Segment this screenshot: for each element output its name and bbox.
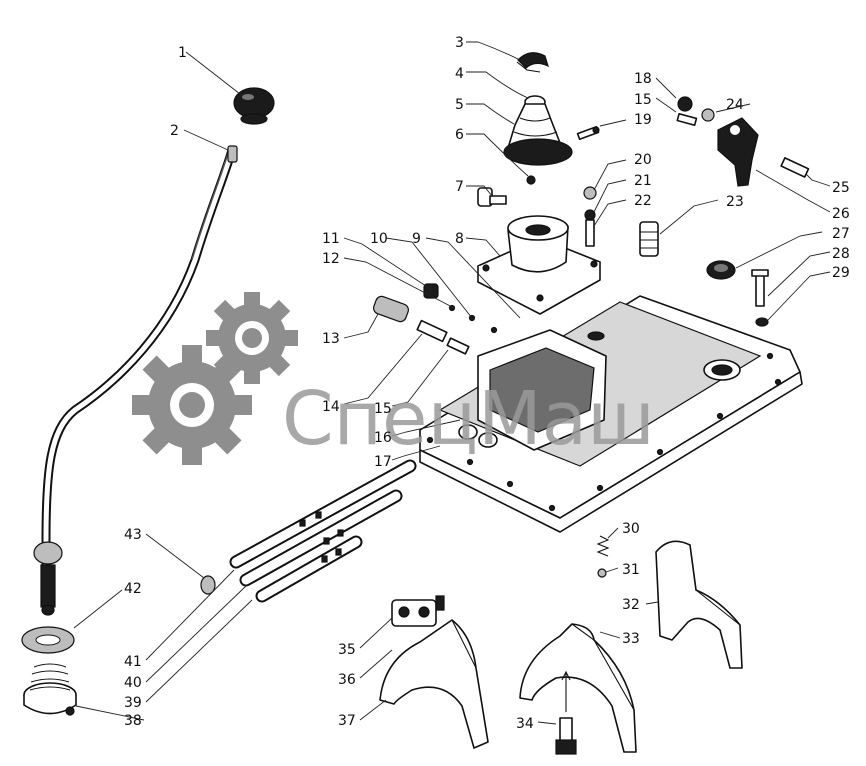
part-housing <box>419 295 803 533</box>
callout-number: 37 <box>338 713 356 729</box>
watermark-text: СпецМаш <box>282 376 655 462</box>
callout-number: 39 <box>124 695 142 711</box>
callout-number: 6 <box>455 127 464 143</box>
part-fork-33 <box>519 623 637 753</box>
callout-number: 18 <box>634 71 652 87</box>
callout-number: 40 <box>124 675 142 691</box>
part-bolt-19 <box>576 125 600 141</box>
callout-number: 17 <box>374 454 392 470</box>
callout-number: 28 <box>832 246 850 262</box>
callout-number: 25 <box>832 180 850 196</box>
part-plug <box>706 260 736 280</box>
part-cover <box>477 215 601 315</box>
part-nut-20 <box>583 186 597 200</box>
part-nut-small <box>526 175 536 185</box>
callout-number: 21 <box>634 173 652 189</box>
leader-lines <box>73 41 831 725</box>
watermark-gear-large <box>132 345 252 465</box>
callout-number: 3 <box>455 35 464 51</box>
callout-number: 20 <box>634 152 652 168</box>
part-washer-21 <box>584 209 596 221</box>
callout-number: 34 <box>516 716 534 732</box>
callout-number: 15 <box>634 92 652 108</box>
callout-number: 41 <box>124 654 142 670</box>
part-shift-lever <box>33 145 238 616</box>
callout-number: 10 <box>370 231 388 247</box>
callout-number: 43 <box>124 527 142 543</box>
callout-number: 2 <box>170 123 179 139</box>
callout-number: 19 <box>634 112 652 128</box>
part-washer-29 <box>755 317 769 327</box>
watermark <box>132 292 298 465</box>
callout-number: 7 <box>455 179 464 195</box>
callout-number: 11 <box>322 231 340 247</box>
callout-numbers: 1 2 3 4 5 6 7 8 9 10 11 12 13 14 15 15 1… <box>124 35 850 732</box>
callout-number: 36 <box>338 672 356 688</box>
callout-number: 12 <box>322 251 340 267</box>
part-bolt-34 <box>555 670 577 755</box>
part-washer <box>21 626 75 654</box>
part-shift-rails <box>229 459 417 603</box>
part-fork-32 <box>655 540 743 669</box>
part-bracket <box>676 96 759 187</box>
callout-number: 23 <box>726 194 744 210</box>
part-bolt-7 <box>477 187 507 207</box>
callout-number: 24 <box>726 97 744 113</box>
callout-number: 4 <box>455 66 464 82</box>
part-ball <box>200 575 216 595</box>
callout-number: 1 <box>178 45 187 61</box>
part-detent-set <box>373 283 498 355</box>
callout-number: 15 <box>374 401 392 417</box>
callout-number: 22 <box>634 193 652 209</box>
part-fitting <box>639 221 659 257</box>
part-stud-22 <box>585 219 595 247</box>
callout-number: 30 <box>622 521 640 537</box>
callout-number: 14 <box>322 399 340 415</box>
callout-number: 5 <box>455 97 464 113</box>
part-fork-37 <box>379 595 489 749</box>
callout-number: 33 <box>622 631 640 647</box>
part-bolt-25 <box>780 157 810 178</box>
callout-number: 29 <box>832 265 850 281</box>
callout-number: 42 <box>124 581 142 597</box>
callout-number: 8 <box>455 231 464 247</box>
part-bolt-28 <box>751 269 769 307</box>
part-knob <box>233 87 275 125</box>
callout-number: 9 <box>412 231 421 247</box>
part-spring-30 <box>596 535 610 557</box>
callout-number: 35 <box>338 642 356 658</box>
part-spring-cup <box>23 663 77 716</box>
callout-number: 27 <box>832 226 850 242</box>
callout-number: 13 <box>322 331 340 347</box>
part-ball-31 <box>597 568 607 578</box>
callout-number: 26 <box>832 206 850 222</box>
part-rubber-boot <box>503 95 573 166</box>
callout-number: 38 <box>124 713 142 729</box>
callout-number: 32 <box>622 597 640 613</box>
callout-number: 31 <box>622 562 640 578</box>
part-clip <box>516 52 549 73</box>
callout-number: 16 <box>374 430 392 446</box>
